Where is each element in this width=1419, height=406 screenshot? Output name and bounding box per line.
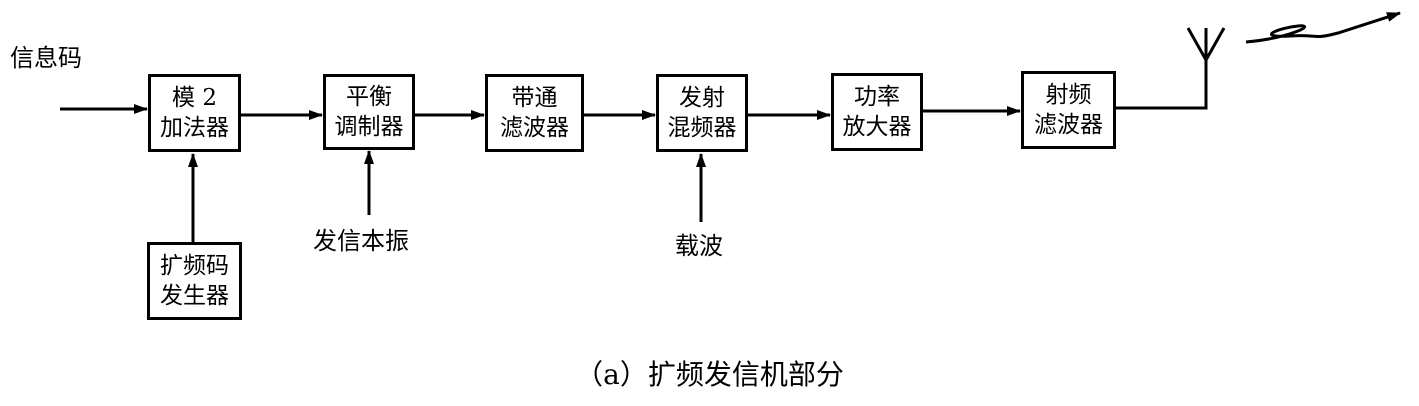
rf-filter-line2: 滤波器 [1034,112,1103,138]
bandpass-filter-line2: 滤波器 [500,115,569,141]
mod2-adder-line1: 模 2 [172,85,217,111]
rf-filter-line1: 射频 [1045,82,1092,108]
transmit-mixer-block: 发射 混频器 [656,74,748,152]
carrier-label: 载波 [675,232,723,260]
power-amplifier-line1: 功率 [854,84,900,110]
transmit-mixer-line1: 发射 [679,85,725,111]
spread-code-generator-line1: 扩频码 [160,253,229,279]
balanced-modulator-line1: 平衡 [346,84,392,110]
transmit-mixer-line2: 混频器 [667,115,737,141]
mod2-adder-line2: 加法器 [160,115,229,141]
bandpass-filter-line1: 带通 [511,85,558,111]
local-oscillator-label: 发信本振 [313,227,409,255]
antenna-icon [1186,27,1226,61]
spread-code-generator-line2: 发生器 [160,283,229,309]
power-amplifier-block: 功率 放大器 [831,73,923,151]
balanced-modulator-line2: 调制器 [334,114,404,140]
bandpass-filter-block: 带通 滤波器 [485,74,584,152]
rf-filter-block: 射频 滤波器 [1021,71,1116,149]
power-amplifier-line2: 放大器 [842,114,912,140]
spread-code-generator-block: 扩频码 发生器 [147,242,242,320]
rf-filter-to-antenna-line [1116,40,1208,110]
balanced-modulator-block: 平衡 调制器 [323,74,415,150]
figure-caption: （a）扩频发信机部分 [575,358,844,391]
mod2-adder-block: 模 2 加法器 [148,74,241,152]
radio-wave-icon [1245,11,1401,44]
info-code-label: 信息码 [10,44,82,72]
